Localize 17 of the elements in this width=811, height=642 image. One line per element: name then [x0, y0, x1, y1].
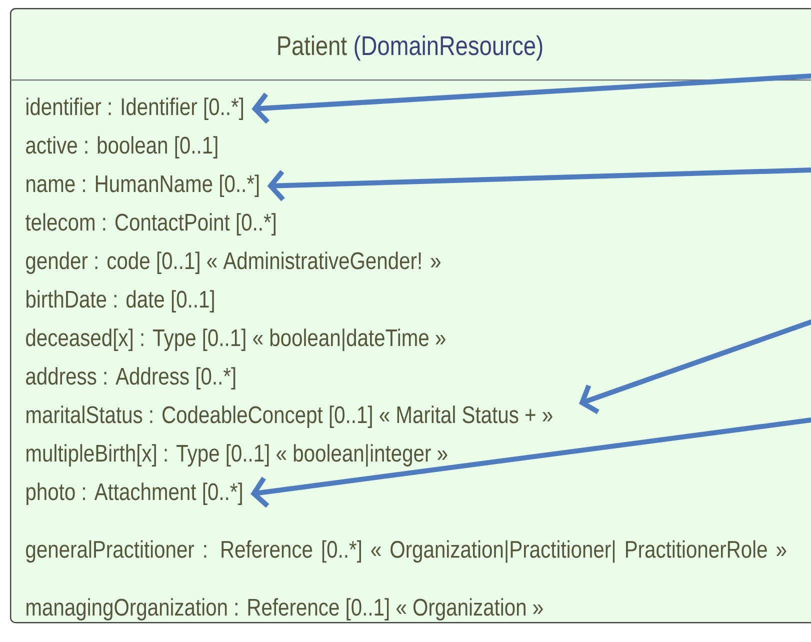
- attribute-line: identifier : Identifier [0..*]: [26, 98, 243, 120]
- arrow: [250, 418, 811, 508]
- arrow: [267, 168, 811, 202]
- arrow: [252, 74, 811, 124]
- attribute-line: birthDate : date [0..1]: [26, 290, 214, 312]
- attribute-line: deceased[x] : Type [0..1] « boolean|dateTime »: [26, 328, 446, 352]
- attribute-line: telecom : ContactPoint [0..*]: [26, 213, 276, 236]
- attribute-line: generalPractitioner : Reference [0..*] « Organization|Practitioner| PractitionerRole »: [26, 540, 786, 563]
- attribute-line: managingOrganization : Reference [0..1] « Organization »: [26, 598, 543, 620]
- attribute-line: address : Address [0..*]: [26, 367, 236, 390]
- attribute-line: maritalStatus : CodeableConcept [0..1] « Marital Status + »: [26, 406, 552, 428]
- attribute-line: active : boolean [0..1]: [26, 136, 218, 158]
- attribute-line: gender : code [0..1] « AdministrativeGender! »: [26, 252, 440, 274]
- attribute-line: photo : Attachment [0..*]: [26, 482, 242, 505]
- attribute-line: multipleBirth[x] : Type [0..1] « boolean|integer »: [26, 444, 448, 467]
- attribute-line: name : HumanName [0..*]: [26, 174, 259, 197]
- arrow: [579, 320, 811, 414]
